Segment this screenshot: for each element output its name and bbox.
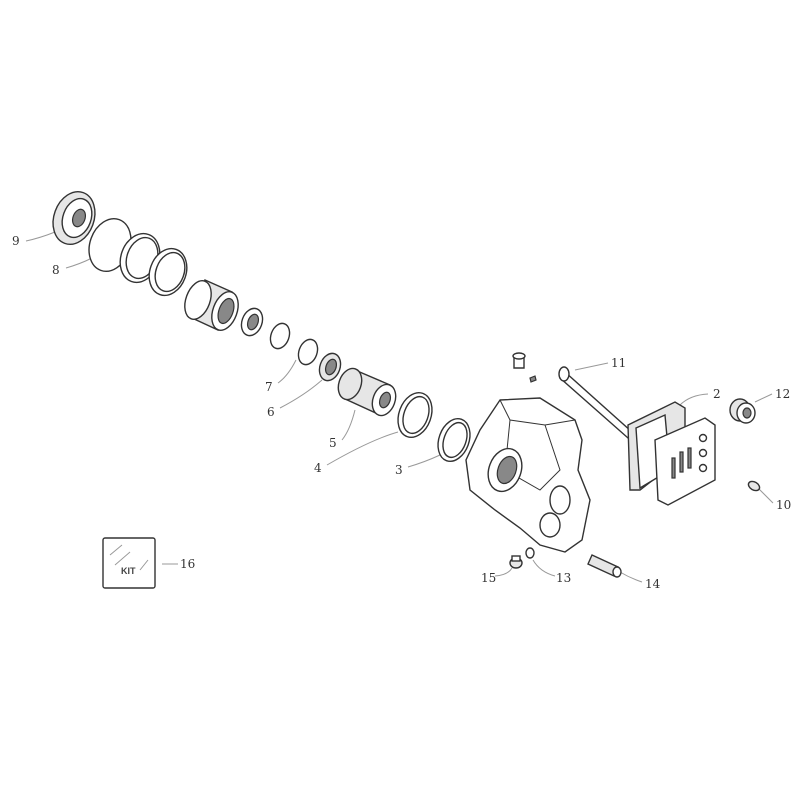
callout-10: 10 [776, 498, 791, 512]
callout-13: 13 [556, 571, 571, 585]
callout-16: 16 [180, 557, 195, 571]
part-washer[interactable] [238, 305, 266, 338]
part-7-circlip[interactable] [295, 337, 321, 368]
callout-12: 12 [775, 387, 790, 401]
part-circlip[interactable] [267, 321, 293, 352]
part-9-dust-seal[interactable] [46, 186, 102, 250]
part-14-bleed-valve[interactable] [587, 554, 622, 578]
part-15-screw[interactable] [509, 555, 523, 569]
part-12-bushing[interactable] [729, 398, 756, 424]
kit-label: KIT [121, 566, 136, 576]
callout-3: 3 [395, 463, 403, 477]
callout-7: 7 [265, 380, 273, 394]
part-piston-seals[interactable] [114, 228, 194, 301]
callout-labels: 9 8 7 6 5 4 3 11 2 12 10 16 15 13 14 [12, 234, 791, 591]
part-2-brake-pads[interactable] [627, 401, 716, 506]
part-5-piston[interactable] [334, 365, 400, 419]
part-10-clip[interactable] [747, 480, 761, 493]
leader-lines [25, 231, 774, 583]
part-16-kit[interactable]: KIT [102, 537, 156, 589]
part-3-seal[interactable] [432, 414, 475, 466]
callout-4: 4 [314, 461, 322, 475]
callout-14: 14 [645, 577, 661, 591]
callout-5: 5 [329, 436, 337, 450]
callout-6: 6 [267, 405, 275, 419]
part-13-washer[interactable] [525, 547, 535, 559]
callout-2: 2 [713, 387, 721, 401]
part-caliper-body[interactable] [465, 352, 591, 553]
part-sleeve[interactable] [180, 277, 243, 334]
part-4-seal[interactable] [392, 388, 438, 442]
callout-8: 8 [52, 263, 60, 277]
callout-9: 9 [12, 234, 20, 248]
callout-15: 15 [481, 571, 496, 585]
callout-11: 11 [611, 356, 626, 370]
part-6-washer[interactable] [316, 350, 344, 383]
